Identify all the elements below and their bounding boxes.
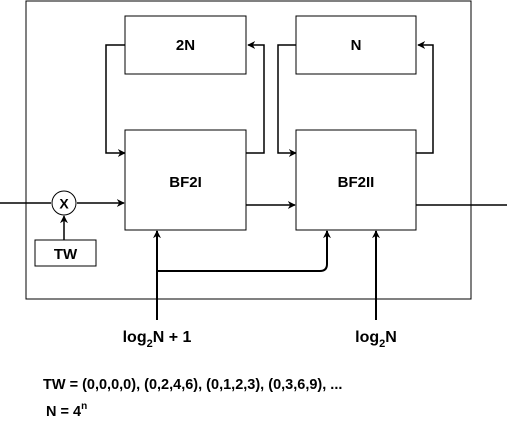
- butterfly-label-bf2ii: BF2II: [338, 174, 375, 191]
- delay-label-2n: 2N: [176, 37, 195, 54]
- butterfly-block-bf2ii: [295, 129, 417, 231]
- twiddle-sequence-note: TW = (0,0,0,0), (0,2,4,6), (0,1,2,3), (0…: [43, 377, 342, 393]
- multiplier-label: X: [59, 196, 69, 212]
- control-label-log2n: log2N: [355, 329, 397, 350]
- twiddle-label: TW: [54, 246, 78, 263]
- loop-2n-to-bf2i: [105, 44, 126, 157]
- butterfly-block-bf2i: [124, 129, 247, 231]
- delay-block-n: [295, 15, 417, 75]
- multiplier-circle: [51, 190, 77, 216]
- delay-block-2n: [124, 15, 247, 75]
- loop-bf2i-to-2n: [246, 41, 265, 154]
- n-definition-note: N = 4n: [46, 401, 87, 420]
- butterfly-label-bf2i: BF2I: [169, 174, 202, 191]
- delay-label-n: N: [351, 37, 362, 54]
- loop-n-to-bf2ii: [277, 44, 297, 157]
- loop-bf2ii-to-n: [416, 41, 434, 154]
- twiddle-box: [34, 239, 97, 267]
- control-label-log2n-plus-1: log2N + 1: [123, 329, 192, 350]
- control-branch-to-bf2ii: [157, 230, 331, 272]
